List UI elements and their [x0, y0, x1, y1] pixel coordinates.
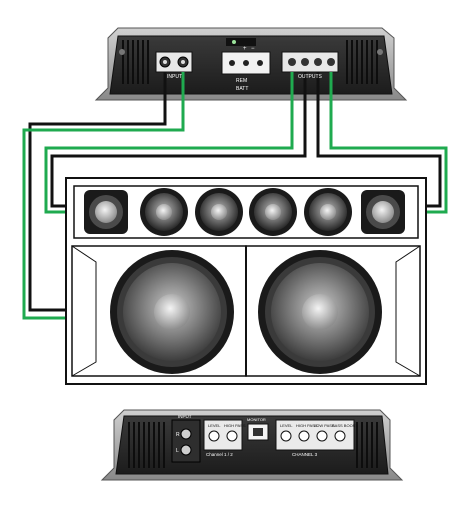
- top-amplifier: [94, 27, 408, 101]
- bottom-r-label: R: [176, 432, 180, 438]
- speaker-enclosure: [65, 177, 427, 385]
- midrange-dustcap: [211, 204, 227, 220]
- midrange-dustcap: [265, 204, 281, 220]
- top-baffle: [73, 185, 419, 239]
- vent-slot: [361, 40, 363, 84]
- tweeter-dome: [95, 201, 117, 223]
- vent-slot: [137, 40, 139, 84]
- top-minus-label: −: [251, 46, 255, 52]
- top-plus-label: +: [243, 46, 247, 52]
- power-terminal-icon[interactable]: [257, 60, 263, 66]
- power-terminal-icon[interactable]: [229, 60, 235, 66]
- left-port: [71, 245, 97, 377]
- rca-jack-icon[interactable]: [180, 444, 192, 456]
- knob-icon[interactable]: [298, 430, 310, 442]
- wire-black-output-right: [316, 72, 442, 208]
- rca-jack-center-icon: [163, 60, 167, 64]
- vent-slot: [346, 40, 348, 84]
- top-rem-label: REM: [236, 78, 247, 84]
- monitor-socket-icon: [253, 428, 263, 436]
- vent-slot: [127, 40, 129, 84]
- speaker-terminal-icon[interactable]: [327, 58, 335, 66]
- vent-slot: [361, 422, 363, 468]
- subwoofer-row: [110, 250, 382, 374]
- vent-slot: [138, 422, 140, 468]
- vent-slot: [366, 422, 368, 468]
- monitor-label: MONITOR: [247, 417, 266, 422]
- bottom-input-label: INPUT: [178, 414, 192, 419]
- ch3-bassboost-label: BASS BOOST: [332, 423, 358, 428]
- midrange-dustcap: [156, 204, 172, 220]
- subwoofer-dustcap: [302, 294, 338, 330]
- vent-slot: [356, 422, 358, 468]
- knob-icon[interactable]: [280, 430, 292, 442]
- ch3-level-label: LEVEL: [280, 423, 293, 428]
- ch12-level-label: LEVEL: [208, 423, 221, 428]
- top-input-label: INPUT: [167, 74, 182, 80]
- ch12-highpass-label: HIGH PASS: [224, 423, 246, 428]
- tweeter-dome: [372, 201, 394, 223]
- vent-slot: [371, 40, 373, 84]
- vent-slot: [163, 422, 165, 468]
- subwoofer-dustcap: [154, 294, 190, 330]
- wire-black-output-left: [50, 72, 307, 208]
- ch3-highpass-label: HIGH PASS: [296, 423, 318, 428]
- mount-bolt-icon: [377, 49, 383, 55]
- top-amp-vents: [122, 40, 378, 84]
- bottom-amp-vents: [128, 422, 378, 468]
- vent-slot: [143, 422, 145, 468]
- vent-slot: [351, 40, 353, 84]
- knob-icon[interactable]: [334, 430, 346, 442]
- knob-icon[interactable]: [226, 430, 238, 442]
- vent-slot: [366, 40, 368, 84]
- bottom-l-label: L: [176, 448, 179, 454]
- wires: [22, 72, 448, 320]
- top-amp-display: [226, 38, 256, 46]
- power-terminal-icon[interactable]: [243, 60, 249, 66]
- knob-icon[interactable]: [208, 430, 220, 442]
- ch3-label: CHANNEL 3: [292, 452, 318, 457]
- power-led-icon: [232, 40, 236, 44]
- midrange-dustcap: [320, 204, 336, 220]
- speaker-terminal-icon[interactable]: [301, 58, 309, 66]
- wire-black-input-left: [28, 72, 167, 312]
- vent-slot: [132, 40, 134, 84]
- speaker-terminal-icon[interactable]: [288, 58, 296, 66]
- bottom-input-panel: [171, 419, 201, 463]
- vent-slot: [371, 422, 373, 468]
- vent-slot: [376, 422, 378, 468]
- ch3-lowpass-label: LOW PASS: [314, 423, 335, 428]
- vent-slot: [133, 422, 135, 468]
- wire-green-output-right: [329, 72, 448, 214]
- ch12-label: Channel 1 / 2: [206, 452, 233, 457]
- top-amp-output-block: [281, 51, 339, 73]
- bottom-amplifier: [100, 409, 404, 481]
- vent-slot: [142, 40, 144, 84]
- vent-slot: [128, 422, 130, 468]
- rca-jack-center-icon: [181, 60, 185, 64]
- vent-slot: [356, 40, 358, 84]
- mount-bolt-icon: [119, 49, 125, 55]
- speaker-terminal-icon[interactable]: [314, 58, 322, 66]
- vent-slot: [158, 422, 160, 468]
- rca-jack-icon[interactable]: [180, 428, 192, 440]
- wire-green-output-left: [44, 72, 294, 214]
- right-port: [395, 245, 421, 377]
- top-speaker-row: [84, 188, 405, 236]
- vent-slot: [122, 40, 124, 84]
- vent-slot: [153, 422, 155, 468]
- vent-slot: [376, 40, 378, 84]
- top-batt-label: BATT: [236, 86, 248, 92]
- vent-slot: [147, 40, 149, 84]
- vent-slot: [148, 422, 150, 468]
- top-outputs-label: OUTPUTS: [298, 74, 323, 80]
- knob-icon[interactable]: [316, 430, 328, 442]
- wire-green-input-left: [22, 72, 185, 320]
